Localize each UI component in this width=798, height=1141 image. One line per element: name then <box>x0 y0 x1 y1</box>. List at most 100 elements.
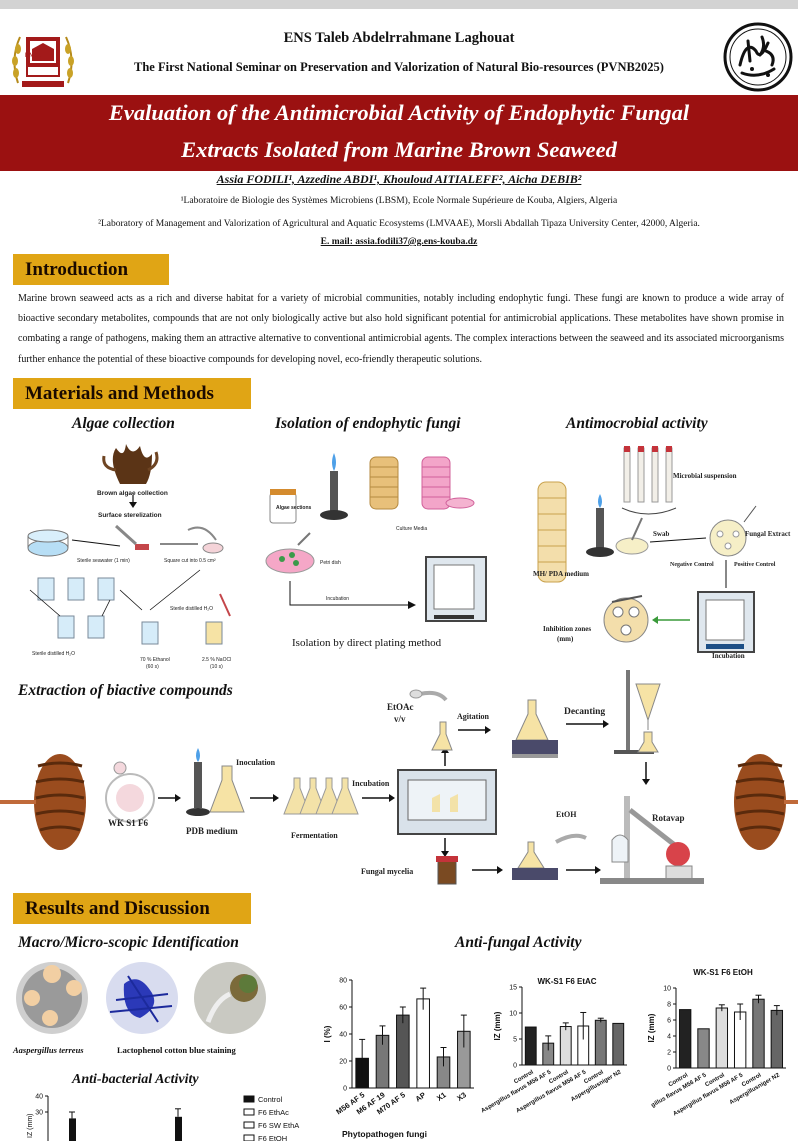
affiliation-1: ¹Laboratoire de Biologie des Systèmes Mi… <box>180 196 618 206</box>
extraction-title: Extraction of biactive compounds <box>18 682 233 699</box>
brown-algae-icon <box>102 444 159 484</box>
x-tick-label-5: X3 <box>455 1090 468 1103</box>
y-tick-label: 4 <box>667 1034 671 1041</box>
isolation-caption: Isolation by direct plating method <box>292 637 442 649</box>
seaweed-left-icon <box>0 754 86 850</box>
separatory-funnel-icon <box>614 670 661 754</box>
y-tick-label: 6 <box>667 1018 671 1025</box>
burner-icon-2 <box>586 494 614 557</box>
algae-jar-icon <box>269 489 297 524</box>
section-heading-results: Results and Discussion <box>13 893 251 924</box>
fermentation-flasks-icon <box>283 777 359 815</box>
y-tick-label: 5 <box>513 1037 517 1044</box>
label-decanting: Decanting <box>564 707 606 717</box>
cutting-icon <box>114 524 149 550</box>
label-inhibition-unit: (mm) <box>557 635 574 643</box>
ensl-logo-text: ENSL <box>25 53 42 59</box>
bar-0 <box>524 1026 537 1066</box>
y-tick-label: 30 <box>35 1110 43 1117</box>
mycelia-tube-icon <box>436 856 458 885</box>
seawater-basin-icon <box>27 529 69 557</box>
swab-plate-icon <box>615 517 649 555</box>
strain-dish-icon <box>105 761 155 823</box>
y-tick-label: 0 <box>343 1086 347 1093</box>
legend-label-0: Control <box>258 1095 283 1104</box>
chart1-title: WK-S1 F6 EtAC <box>537 977 597 986</box>
isolation-title: Isolation of endophytic fungi <box>275 415 461 432</box>
label-rotavap: Rotavap <box>652 813 685 823</box>
y-tick-label: 10 <box>509 1011 517 1018</box>
label-vv: v/v <box>394 714 406 724</box>
y-tick-label: 15 <box>509 985 517 992</box>
section-heading-introduction: Introduction <box>13 254 169 285</box>
section-heading-methods: Materials and Methods <box>13 378 251 409</box>
y-tick-label: 2 <box>667 1050 671 1057</box>
bar-3 <box>416 998 430 1089</box>
y-axis-label: IZ (mm) <box>27 1114 34 1139</box>
label-seawater: Sterile seawater (1 min) <box>77 558 130 564</box>
label-sdw-1: Sterile distilled H₂O <box>170 606 214 612</box>
antifungal-title: Anti-fungal Activity <box>455 934 582 951</box>
petri-dish-green-icon <box>265 532 315 574</box>
label-culture-media: Culture Media <box>396 526 428 532</box>
institution-name: ENS Taleb Abdelrrahmane Laghouat <box>283 30 515 46</box>
label-fermentation: Fermentation <box>291 831 338 840</box>
bar-4 <box>752 998 765 1069</box>
bar-5 <box>770 1009 784 1069</box>
shaker-incubator-icon <box>397 769 497 835</box>
species-caption: Aaspergillus terreus <box>13 1045 84 1055</box>
incubator-icon <box>425 556 487 622</box>
bar-2 <box>715 1007 729 1069</box>
label-etoh: EtOH <box>556 810 577 819</box>
header: ENSL ENS Taleb Abdelrrahmane Laghouat Th… <box>0 9 798 95</box>
y-tick-label: 0 <box>513 1063 517 1070</box>
affiliation-2: ²Laboratory of Management and Valorizati… <box>98 219 700 229</box>
label-microbial-suspension: Microbial suspension <box>673 472 737 480</box>
label-inoculation: Inoculation <box>236 758 276 767</box>
label-strain: WK S1 F6 <box>108 818 149 828</box>
x-tick-label-3: AP <box>414 1090 428 1103</box>
y-tick-label: 60 <box>339 1005 347 1012</box>
introduction-text: Marine brown seaweed acts as a rich and … <box>18 293 784 365</box>
pdb-flask-icon <box>186 748 245 816</box>
petri-stack-pink-icon <box>421 456 475 510</box>
y-axis-label: IZ (mm) <box>647 1013 656 1042</box>
top-gray-bar <box>0 0 798 9</box>
ensl-logo-icon <box>12 36 74 87</box>
label-naocl: 2.5 % NaOCl <box>202 657 232 663</box>
legend-swatch-3 <box>243 1134 255 1141</box>
x-tick-label-4: X1 <box>435 1090 448 1103</box>
incubator-icon-2 <box>697 591 755 653</box>
poster-title-line2: Extracts Isolated from Marine Brown Seaw… <box>181 137 617 162</box>
authors: Assia FODILI¹, Azzedine ABDI¹, Khouloud … <box>216 172 582 186</box>
mh-plate-stack-icon <box>537 481 567 583</box>
label-swab: Swab <box>653 530 670 538</box>
bar-0 <box>678 1009 692 1069</box>
chart0-xlabel: Phytopathogen fungi <box>342 1129 427 1139</box>
algae-collection-diagram <box>27 444 231 645</box>
chart2-title: WK-S1 F6 EtOH <box>693 968 753 977</box>
y-axis-label: IZ (mm) <box>493 1011 502 1040</box>
label-naocl-time: (10 s) <box>210 664 223 670</box>
label-etoac: EtOAc <box>387 702 414 712</box>
label-mh-pda-medium: MH/ PDA medium <box>533 570 589 578</box>
y-tick-label: 0 <box>667 1066 671 1073</box>
bar-4 <box>594 1019 607 1066</box>
label-brown-algae: Brown algae collection <box>97 490 168 497</box>
antibacterial-title: Anti-bacterial Activity <box>72 1072 199 1087</box>
petri-stack-brown-icon <box>369 456 399 510</box>
legend-swatch-2 <box>243 1121 255 1129</box>
label-surface: Surface sterelization <box>98 512 162 519</box>
bar-2 <box>559 1026 572 1066</box>
stirrer-etoh-icon <box>512 833 587 880</box>
label-inhibition-zones: Inhibition zones <box>543 625 592 633</box>
tube-rack-icon <box>623 446 673 503</box>
bar-1 <box>697 1028 710 1069</box>
contact-email: E. mail: assia.fodili37@g.ens-kouba.dz <box>320 237 478 247</box>
title-band <box>0 95 798 171</box>
y-tick-label: 20 <box>339 1059 347 1066</box>
